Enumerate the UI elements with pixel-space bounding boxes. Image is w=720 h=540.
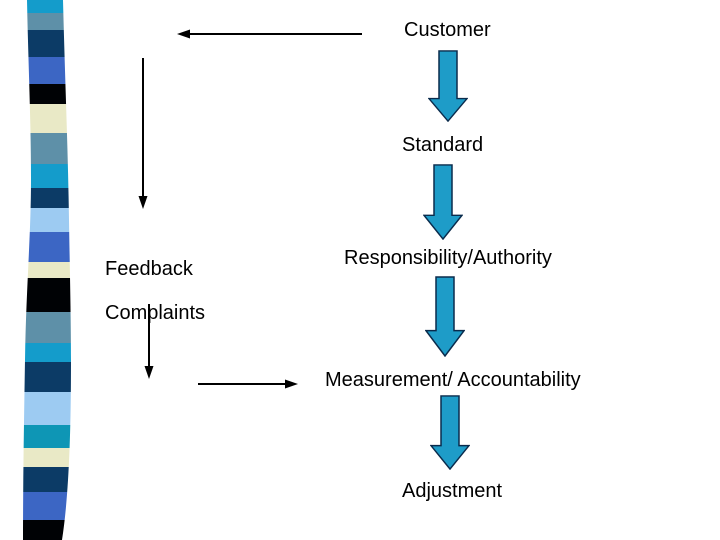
- node-responsibility-authority: Responsibility/Authority: [344, 247, 552, 269]
- node-customer: Customer: [404, 19, 491, 41]
- flow-down-arrow-responsibility-measurement-icon: [425, 276, 465, 357]
- decorative-ribbon: [23, 0, 71, 540]
- node-adjustment: Adjustment: [402, 480, 503, 502]
- feedback-label-line1: Feedback: [105, 258, 193, 280]
- node-standard: Standard: [402, 134, 484, 156]
- flow-down-arrow-measurement-adjustment-icon: [430, 395, 470, 470]
- feedback-down-connector-lower-icon: [144, 304, 154, 379]
- feedback-return-arrow-icon: [177, 29, 362, 39]
- flow-down-arrow-standard-responsibility-icon: [423, 164, 463, 240]
- feedback-into-measurement-arrow-icon: [198, 379, 298, 389]
- flow-down-arrow-customer-standard-icon: [428, 50, 468, 122]
- node-measurement-accountability: Measurement/ Accountability: [325, 369, 581, 391]
- feedback-complaints-label: Feedback Complaints: [105, 236, 205, 346]
- feedback-label-line2: Complaints: [105, 302, 206, 324]
- feedback-down-connector-upper-icon: [138, 58, 148, 209]
